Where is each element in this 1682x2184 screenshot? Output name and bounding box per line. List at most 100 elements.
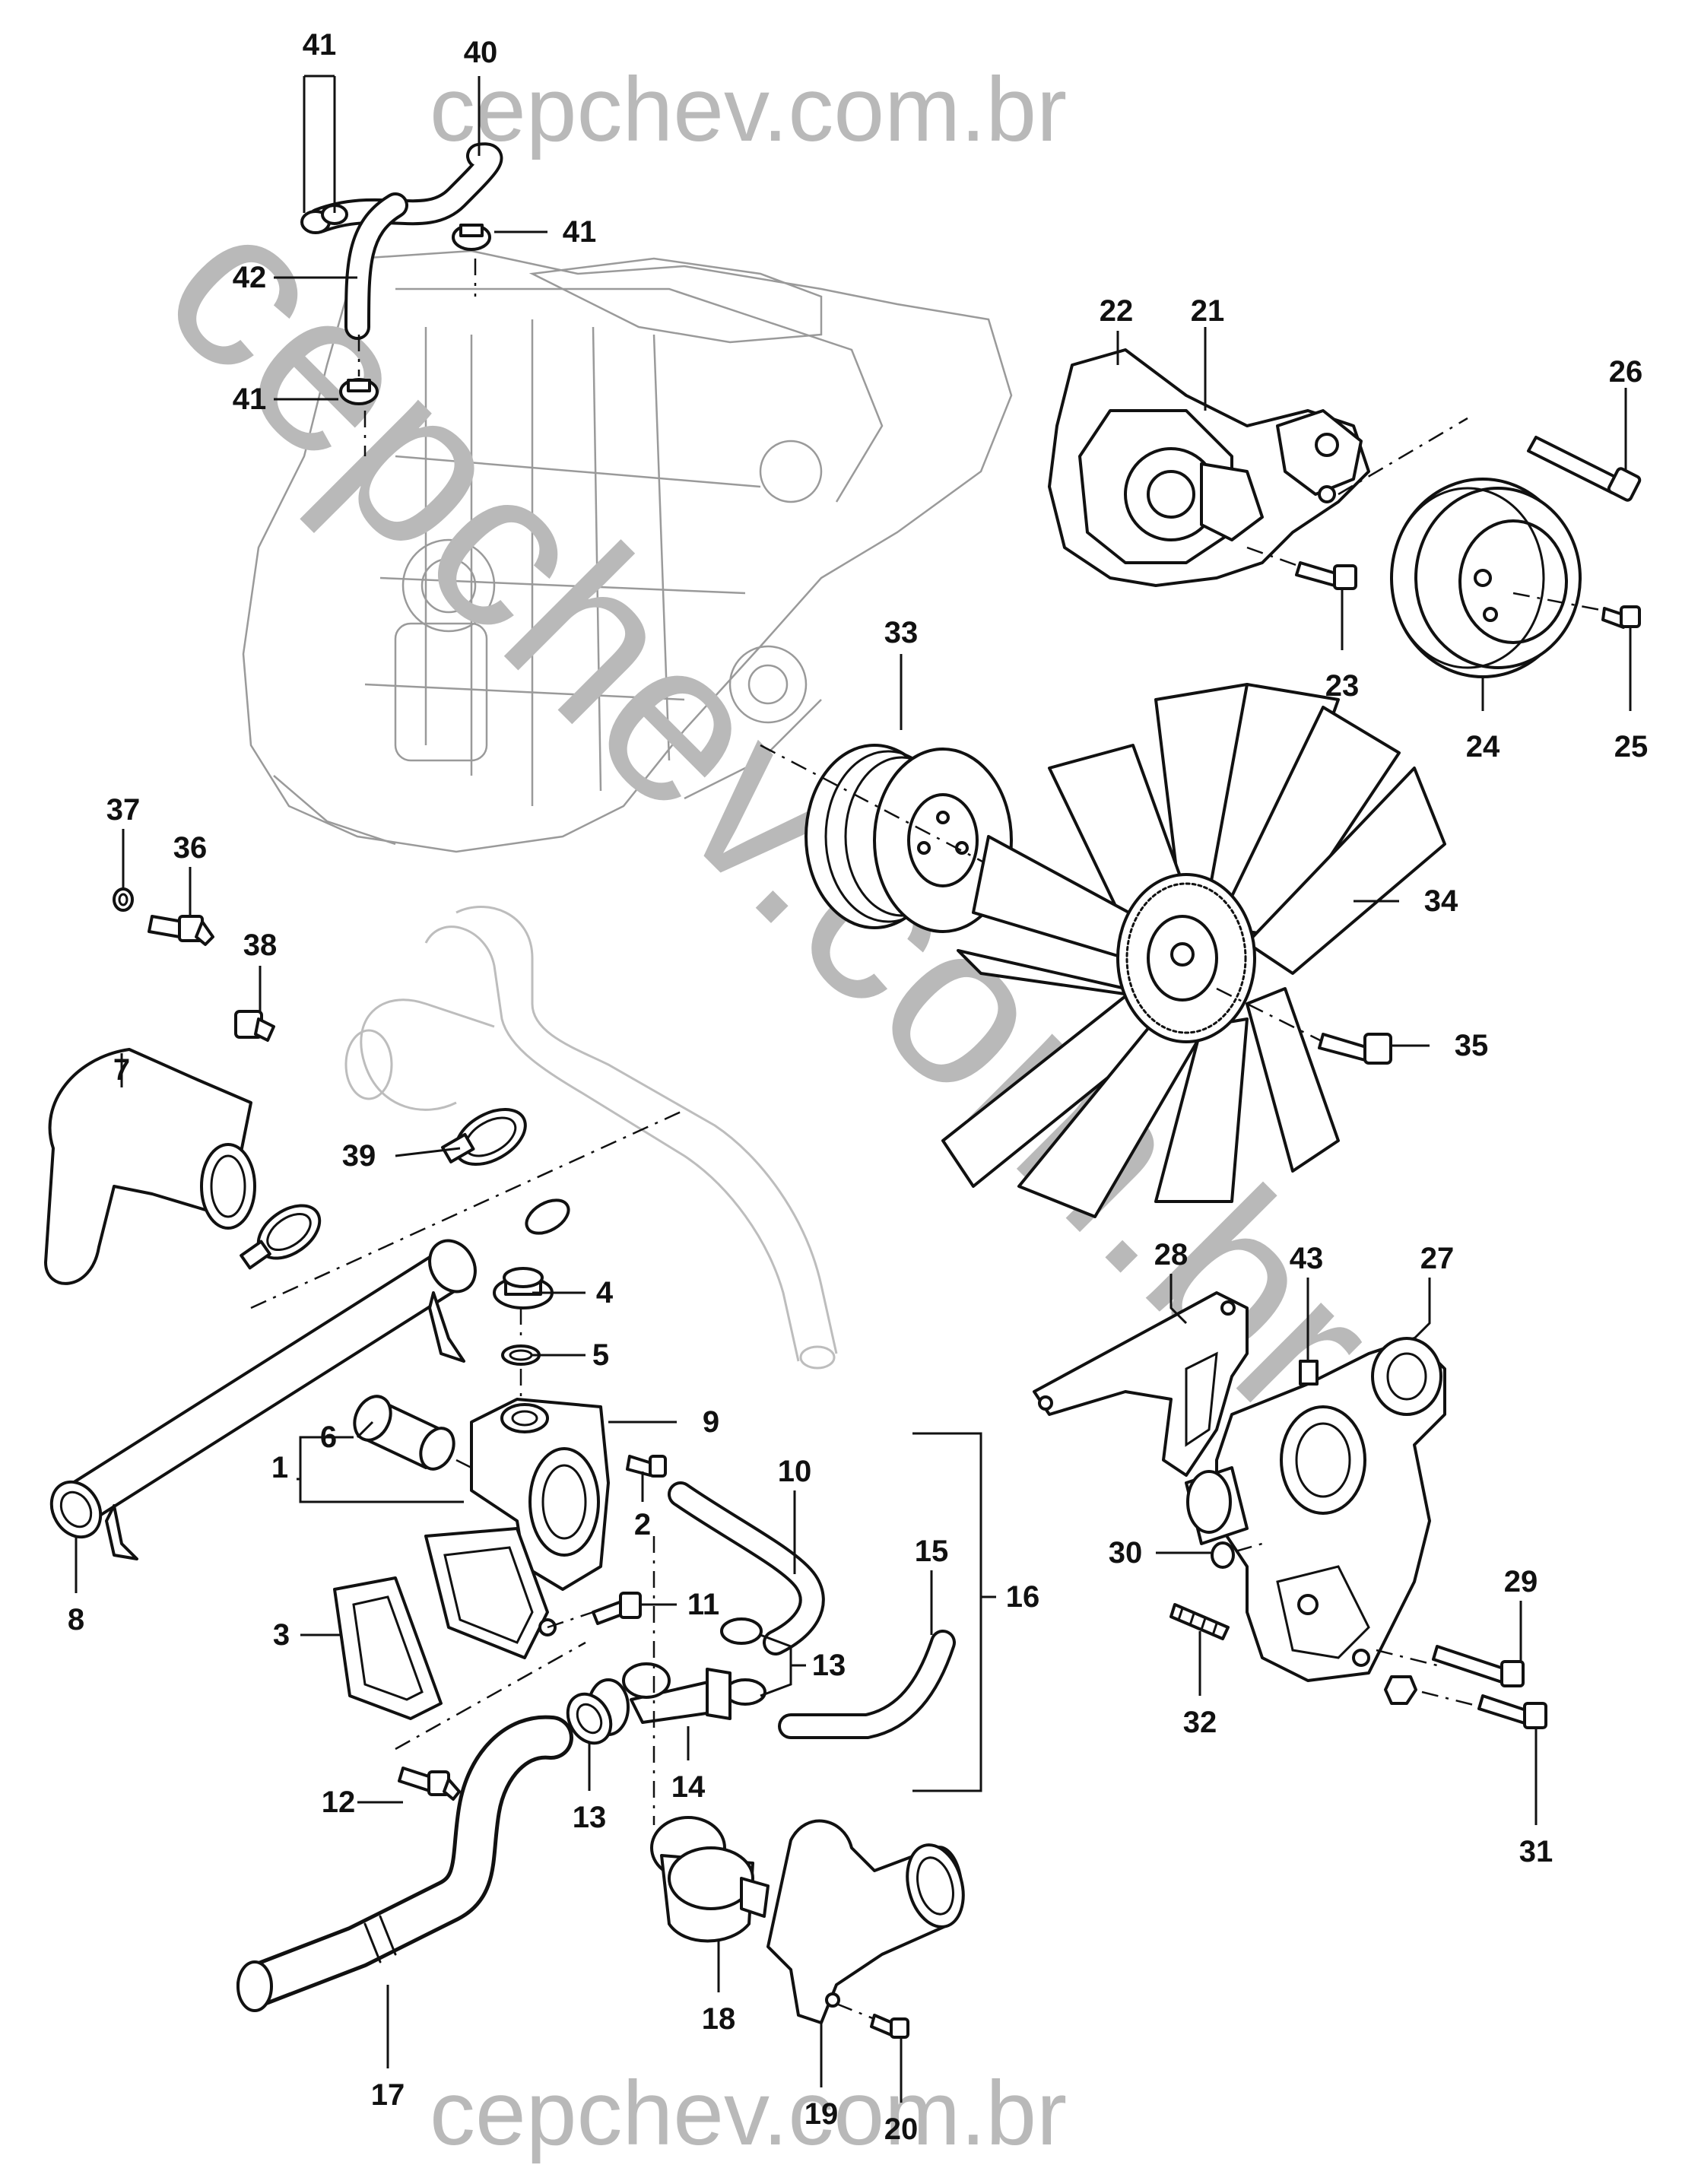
callout-9: 9 — [703, 1405, 719, 1439]
callout-13: 13 — [573, 1801, 607, 1834]
part-hose-15 — [778, 1630, 956, 1739]
callout-20: 20 — [884, 2113, 919, 2146]
part-bracket-28 — [1033, 1291, 1249, 1477]
callout-30: 30 — [1109, 1536, 1143, 1570]
part-fan-34 — [941, 683, 1446, 1218]
clamp-41-right — [452, 224, 491, 297]
callout-18: 18 — [702, 2002, 736, 2036]
callout-10: 10 — [778, 1455, 812, 1488]
part-sensor-36 — [148, 915, 214, 946]
callout-38: 38 — [243, 929, 278, 962]
part-washer-37 — [113, 887, 134, 912]
watermark-top: cepchev.com.br — [430, 59, 1067, 160]
lower-hose-background — [344, 906, 838, 1370]
part-cap-4 — [493, 1267, 554, 1309]
part-hose-42 — [344, 192, 408, 340]
callout-40: 40 — [464, 36, 498, 69]
part-water-pump-21 — [1048, 348, 1370, 587]
part-bolt-29 — [1376, 1645, 1525, 1687]
clamp-41-top — [300, 204, 348, 234]
part-sensor-12 — [395, 1641, 586, 1801]
part-thermostat-housing-1 — [424, 1398, 610, 1659]
callout-11: 11 — [687, 1588, 719, 1621]
engine-block-background — [242, 249, 1013, 853]
part-plug-30 — [1211, 1541, 1263, 1569]
callout-23: 23 — [1325, 669, 1360, 703]
part-plug-38 — [234, 1010, 275, 1042]
callout-26: 26 — [1609, 355, 1643, 389]
callout-8: 8 — [68, 1603, 84, 1636]
part-bleeder-2 — [626, 1455, 667, 1478]
leader-lines — [75, 75, 1632, 2103]
callout-14: 14 — [671, 1770, 706, 1804]
callout-13: 13 — [812, 1649, 846, 1682]
axis-housing — [455, 1459, 480, 1473]
part-pulley-33 — [805, 744, 1013, 933]
callout-37: 37 — [106, 793, 141, 827]
axis-pipe — [250, 1109, 685, 1309]
part-bolt-23 — [1246, 546, 1357, 590]
callout-12: 12 — [322, 1786, 356, 1819]
callout-17: 17 — [371, 2078, 405, 2112]
callout-25: 25 — [1614, 730, 1649, 763]
callout-34: 34 — [1424, 884, 1458, 918]
callout-numbers: 41 40 41 42 41 22 21 26 23 24 25 33 34 3… — [68, 28, 1648, 2146]
callout-33: 33 — [884, 616, 919, 649]
part-fitting-6 — [353, 1395, 455, 1471]
callout-1: 1 — [271, 1451, 288, 1484]
callout-28: 28 — [1154, 1238, 1189, 1271]
callout-41: 41 — [233, 383, 267, 416]
watermark-bottom: cepchev.com.br — [430, 2062, 1067, 2164]
callout-41: 41 — [563, 215, 597, 249]
callout-22: 22 — [1100, 294, 1134, 328]
callout-16: 16 — [1006, 1580, 1040, 1614]
axis-25 — [1512, 592, 1613, 614]
callout-32: 32 — [1183, 1706, 1217, 1739]
part-coolant-pipe-8 — [49, 1239, 477, 1560]
callout-15: 15 — [915, 1535, 949, 1568]
part-connector-14 — [587, 1662, 732, 1736]
callout-24: 24 — [1466, 730, 1500, 763]
part-stud-32 — [1169, 1603, 1230, 1640]
callout-41: 41 — [303, 28, 337, 62]
part-thermostat-18 — [650, 1816, 770, 1943]
part-clamp-39 — [441, 1107, 527, 1167]
part-outlet-19 — [766, 1819, 965, 2024]
part-clamp-39-left — [240, 1204, 322, 1270]
part-nut-and-bolt-31 — [1384, 1675, 1547, 1729]
callout-43: 43 — [1290, 1242, 1324, 1275]
clamp-41-bottom — [339, 335, 379, 456]
part-hose-7 — [44, 1048, 256, 1285]
axis-fan — [760, 744, 1081, 914]
callout-42: 42 — [233, 261, 267, 294]
part-housing-27 — [1185, 1337, 1446, 1682]
part-bolt-26 — [1527, 436, 1642, 502]
callout-19: 19 — [805, 2097, 839, 2131]
part-clamp-13-bottom — [566, 1692, 613, 1745]
part-gasket-3 — [333, 1576, 443, 1720]
callout-29: 29 — [1504, 1565, 1538, 1598]
part-bolt-35 — [1216, 987, 1392, 1065]
part-clamp-13-top — [720, 1617, 766, 1706]
part-pulley-24 — [1390, 478, 1582, 678]
callout-5: 5 — [592, 1338, 609, 1372]
part-hose-10 — [668, 1481, 825, 1655]
axis-26 — [1338, 417, 1468, 496]
callout-36: 36 — [173, 831, 208, 865]
part-clamp-small — [525, 1198, 570, 1235]
callout-27: 27 — [1420, 1242, 1455, 1275]
part-oring-5 — [501, 1308, 541, 1407]
part-bolt-20 — [836, 2002, 909, 2039]
callout-7: 7 — [113, 1053, 130, 1087]
callout-21: 21 — [1191, 294, 1225, 328]
part-lower-hose-17 — [236, 1715, 573, 2012]
bracket-16 — [912, 1432, 982, 1792]
callout-31: 31 — [1519, 1835, 1553, 1868]
callout-4: 4 — [596, 1276, 614, 1309]
callout-35: 35 — [1455, 1029, 1489, 1062]
callout-6: 6 — [320, 1421, 337, 1454]
callout-3: 3 — [273, 1618, 290, 1652]
part-bolt-25 — [1601, 605, 1641, 629]
callout-2: 2 — [634, 1508, 651, 1541]
